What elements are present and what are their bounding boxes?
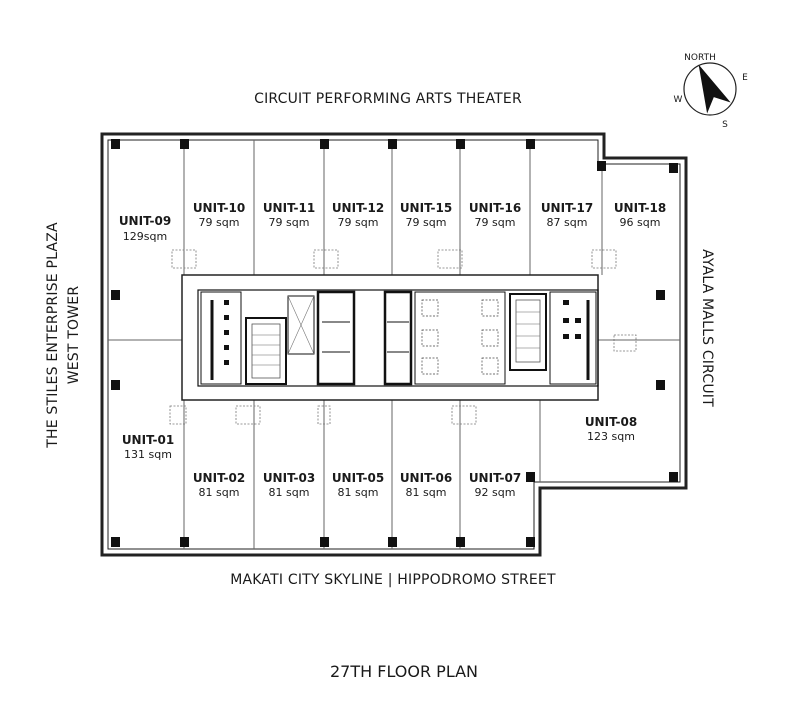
compass-ring-icon <box>683 62 737 116</box>
unit-area: 81 sqm <box>269 486 310 499</box>
unit-label: UNIT-02 <box>193 471 245 485</box>
unit-label: UNIT-10 <box>193 201 245 215</box>
north-arrow-icon <box>698 64 731 114</box>
compass-south-label: S <box>722 120 728 130</box>
unit-area: 92 sqm <box>475 486 516 499</box>
right-street-label: AYALA MALLS CIRCUIT <box>699 249 715 407</box>
unit-label: UNIT-11 <box>263 201 315 215</box>
unit-label: UNIT-05 <box>332 471 384 485</box>
compass-west-label: W <box>674 95 683 105</box>
unit-labels: UNIT-09 129sqm UNIT-10 79 sqm UNIT-11 79… <box>119 201 666 499</box>
unit-area: 87 sqm <box>547 216 588 229</box>
unit-label: UNIT-09 <box>119 214 171 228</box>
unit-area: 96 sqm <box>620 216 661 229</box>
unit-area: 123 sqm <box>587 430 635 443</box>
compass-east-label: E <box>742 73 748 83</box>
unit-label: UNIT-12 <box>332 201 384 215</box>
bottom-street-label: MAKATI CITY SKYLINE | HIPPODROMO STREET <box>230 572 556 588</box>
unit-label: UNIT-03 <box>263 471 315 485</box>
unit-area: 79 sqm <box>338 216 379 229</box>
unit-area: 79 sqm <box>199 216 240 229</box>
unit-label: UNIT-07 <box>469 471 521 485</box>
left-street-label-line2: WEST TOWER <box>66 286 82 385</box>
compass-north-label: NORTH <box>684 53 716 63</box>
unit-area: 129sqm <box>123 230 167 243</box>
unit-area: 131 sqm <box>124 448 172 461</box>
top-street-label: CIRCUIT PERFORMING ARTS THEATER <box>254 91 522 107</box>
unit-label: UNIT-15 <box>400 201 452 215</box>
building-core <box>181 274 599 401</box>
unit-area: 79 sqm <box>269 216 310 229</box>
unit-area: 79 sqm <box>475 216 516 229</box>
structural-columns <box>111 139 678 547</box>
compass-rose: NORTH E S W <box>674 53 749 130</box>
unit-label: UNIT-16 <box>469 201 521 215</box>
unit-label: UNIT-06 <box>400 471 452 485</box>
unit-partitions <box>108 140 680 549</box>
unit-label: UNIT-08 <box>585 415 637 429</box>
unit-area: 79 sqm <box>406 216 447 229</box>
mep-shafts <box>169 249 637 425</box>
unit-label: UNIT-01 <box>122 433 174 447</box>
building-outline <box>100 132 688 557</box>
unit-label: UNIT-17 <box>541 201 593 215</box>
unit-area: 81 sqm <box>406 486 447 499</box>
floor-plan-title: 27TH FLOOR PLAN <box>330 662 478 681</box>
unit-area: 81 sqm <box>338 486 379 499</box>
unit-area: 81 sqm <box>199 486 240 499</box>
left-street-label-line1: THE STILES ENTERPRISE PLAZA <box>45 222 61 449</box>
unit-label: UNIT-18 <box>614 201 666 215</box>
